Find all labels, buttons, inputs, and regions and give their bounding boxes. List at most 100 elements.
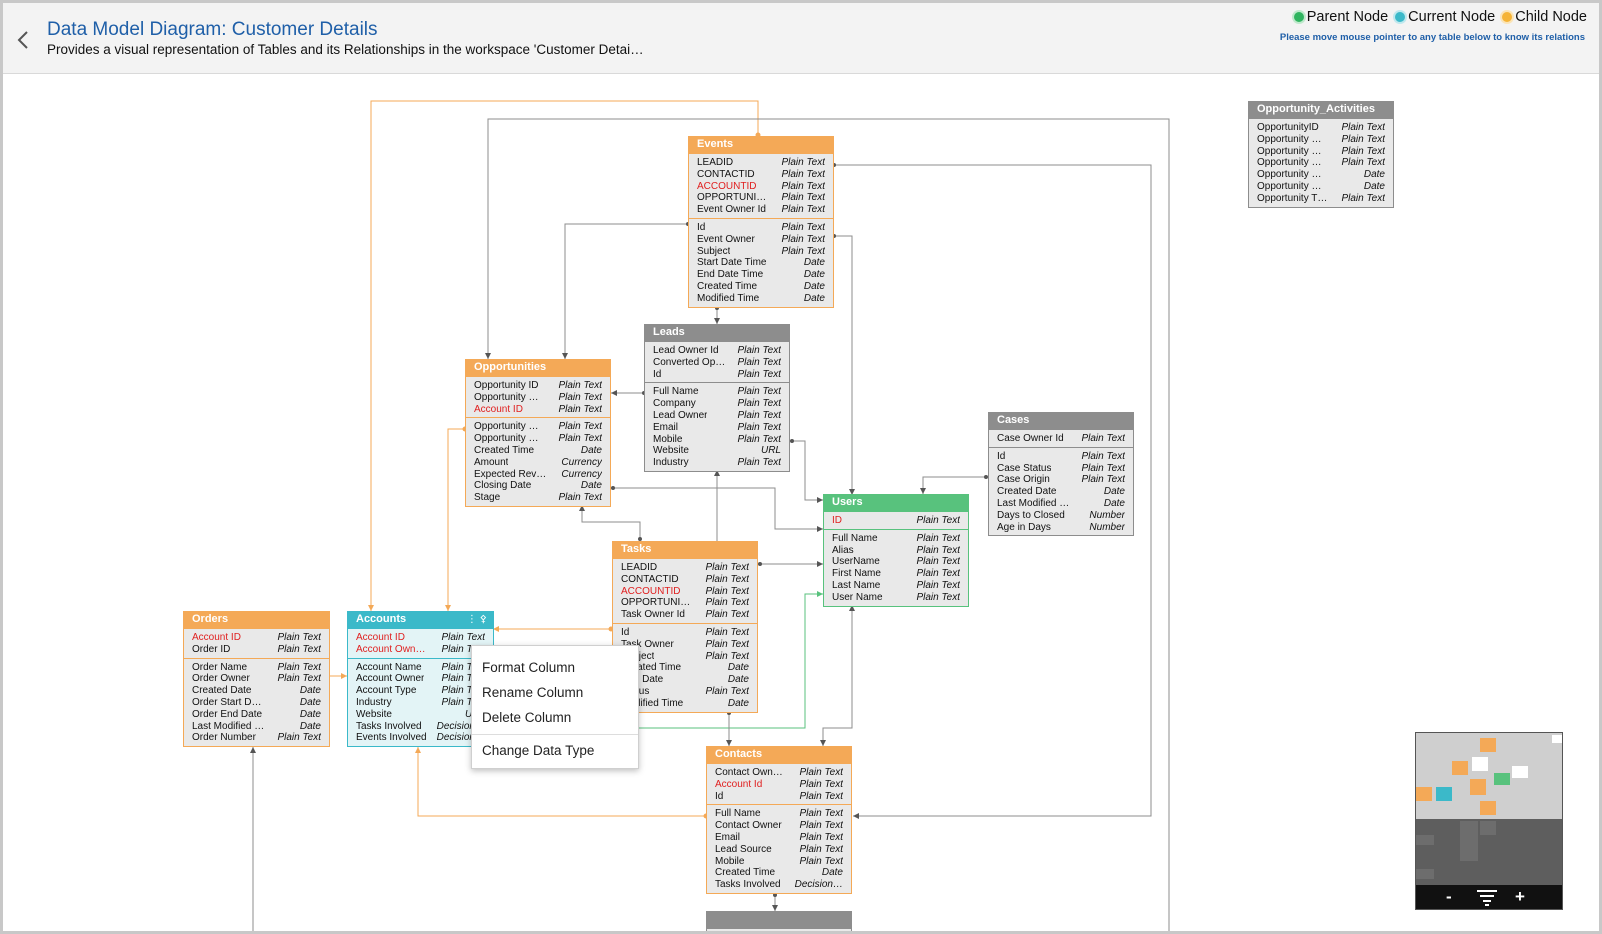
column-row[interactable]: Last Modified …Date	[192, 721, 321, 733]
column-row[interactable]: Opportunity T…Plain Text	[1257, 193, 1385, 205]
table-header[interactable]: Leads	[645, 325, 789, 342]
menu-item-format-column[interactable]: Format Column	[482, 660, 576, 675]
menu-item-change-data-type[interactable]: Change Data Type	[482, 743, 595, 758]
column-row[interactable]: Converted Op…Plain Text	[653, 357, 781, 369]
column-row[interactable]: OPPORTUNI…Plain Text	[621, 597, 749, 609]
table-header[interactable]: Users	[824, 495, 968, 512]
table-header[interactable]: Cases	[989, 413, 1133, 430]
column-row[interactable]: OPPORTUNI…Plain Text	[697, 192, 825, 204]
table-header[interactable]: Tasks	[613, 542, 757, 559]
column-row[interactable]: Account Own…Plain Text	[356, 644, 485, 656]
table-header[interactable]: Contacts	[707, 747, 851, 764]
column-row[interactable]: Opportunity …Plain Text	[1257, 134, 1385, 146]
table-header[interactable]: Opportunity_Activities	[1249, 102, 1393, 119]
column-row[interactable]: Opportunity …Plain Text	[474, 392, 602, 404]
column-row[interactable]: Opportunity …Date	[1257, 169, 1385, 181]
column-row[interactable]: Opportunity …Plain Text	[474, 421, 602, 433]
zoom-out-button[interactable]: -	[1446, 887, 1452, 906]
table-partial[interactable]	[706, 911, 852, 931]
back-button[interactable]	[13, 29, 33, 51]
column-row[interactable]: Opportunity …Plain Text	[1257, 146, 1385, 158]
more-vertical-icon[interactable]: ⋮	[466, 614, 477, 625]
minimap[interactable]: - +	[1415, 732, 1563, 910]
column-row[interactable]: Expected Rev…Currency	[474, 469, 602, 481]
column-row[interactable]: Contact Own…Plain Text	[715, 767, 843, 779]
column-row[interactable]: Order Start D…Date	[192, 697, 321, 709]
menu-item-delete-column[interactable]: Delete Column	[482, 710, 572, 725]
zoom-in-button[interactable]: +	[1515, 887, 1525, 906]
column-row[interactable]: Opportunity …Date	[1257, 181, 1385, 193]
